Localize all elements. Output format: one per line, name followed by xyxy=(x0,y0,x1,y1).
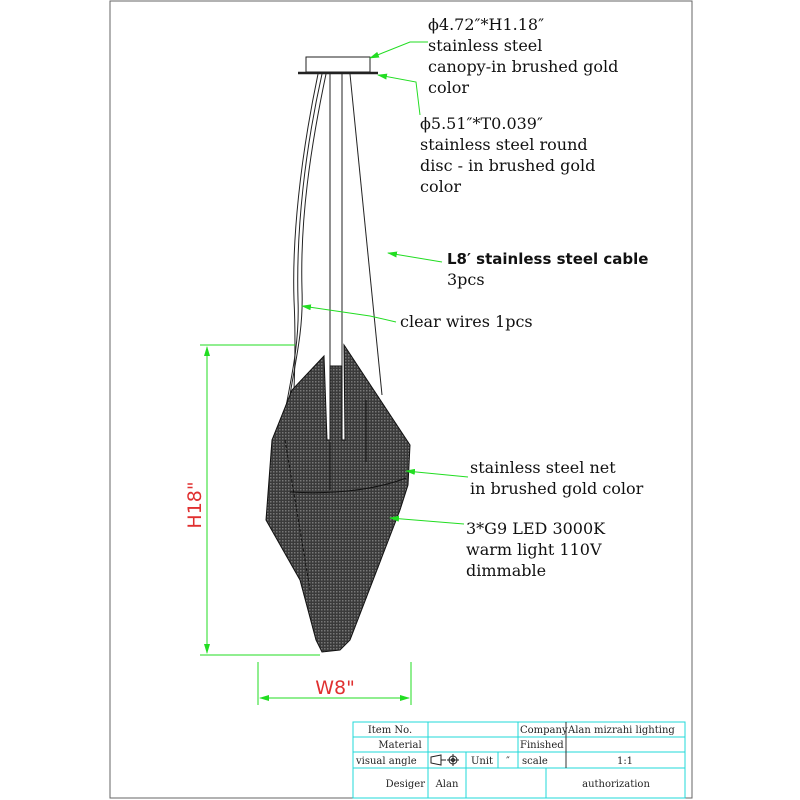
canopy-note: ϕ4.72″*H1.18″ stainless steel canopy-in … xyxy=(428,15,618,97)
net-shade xyxy=(265,343,411,653)
disc-line: color xyxy=(420,177,461,196)
canopy-line: color xyxy=(428,78,469,97)
finished-label: Finished xyxy=(520,740,564,751)
led-note: 3*G9 LED 3000K xyxy=(466,519,606,538)
canopy-line: canopy-in brushed gold xyxy=(428,57,618,76)
designer-label: Desiger xyxy=(386,779,426,790)
company-label: Company xyxy=(520,725,568,736)
scale-label: scale xyxy=(522,756,548,767)
net-note: in brushed gold color xyxy=(470,479,644,498)
width-label: W8" xyxy=(315,677,355,699)
disc-line: stainless steel round xyxy=(420,135,588,154)
disc-note: ϕ5.51″*T0.039″ stainless steel round dis… xyxy=(420,114,595,196)
cable-qty: 3pcs xyxy=(447,270,485,289)
cable-note: L8′ stainless steel cable xyxy=(447,250,648,268)
drawing-frame xyxy=(109,0,693,799)
canopy-line: stainless steel xyxy=(428,36,542,55)
company-value: Alan mizrahi lighting xyxy=(567,725,675,736)
wires-note: clear wires 1pcs xyxy=(400,312,533,331)
cables xyxy=(279,73,383,441)
disc-size: ϕ5.51″*T0.039″ xyxy=(420,114,543,133)
canopy-size: ϕ4.72″*H1.18″ xyxy=(428,15,544,34)
visual-angle-label: visual angle xyxy=(355,756,417,767)
led-note: dimmable xyxy=(466,561,546,580)
material-label: Material xyxy=(378,740,421,751)
designer-value: Alan xyxy=(435,779,459,790)
title-block: Item No. Company Alan mizrahi lighting M… xyxy=(352,721,686,799)
projection-symbol-icon xyxy=(430,754,459,766)
led-note: warm light 110V xyxy=(466,540,602,559)
item-no-label: Item No. xyxy=(368,725,412,736)
height-dimension: H18" xyxy=(184,344,320,656)
height-label: H18" xyxy=(184,481,206,528)
unit-label: Unit xyxy=(471,756,493,767)
net-note: stainless steel net xyxy=(470,458,616,477)
scale-value: 1:1 xyxy=(617,756,633,767)
disc-line: disc - in brushed gold xyxy=(420,156,595,175)
width-dimension: W8" xyxy=(257,662,412,705)
leader-lines xyxy=(301,41,469,525)
authorization-label: authorization xyxy=(582,779,650,790)
unit-value: ″ xyxy=(506,756,510,767)
canopy xyxy=(305,56,371,73)
